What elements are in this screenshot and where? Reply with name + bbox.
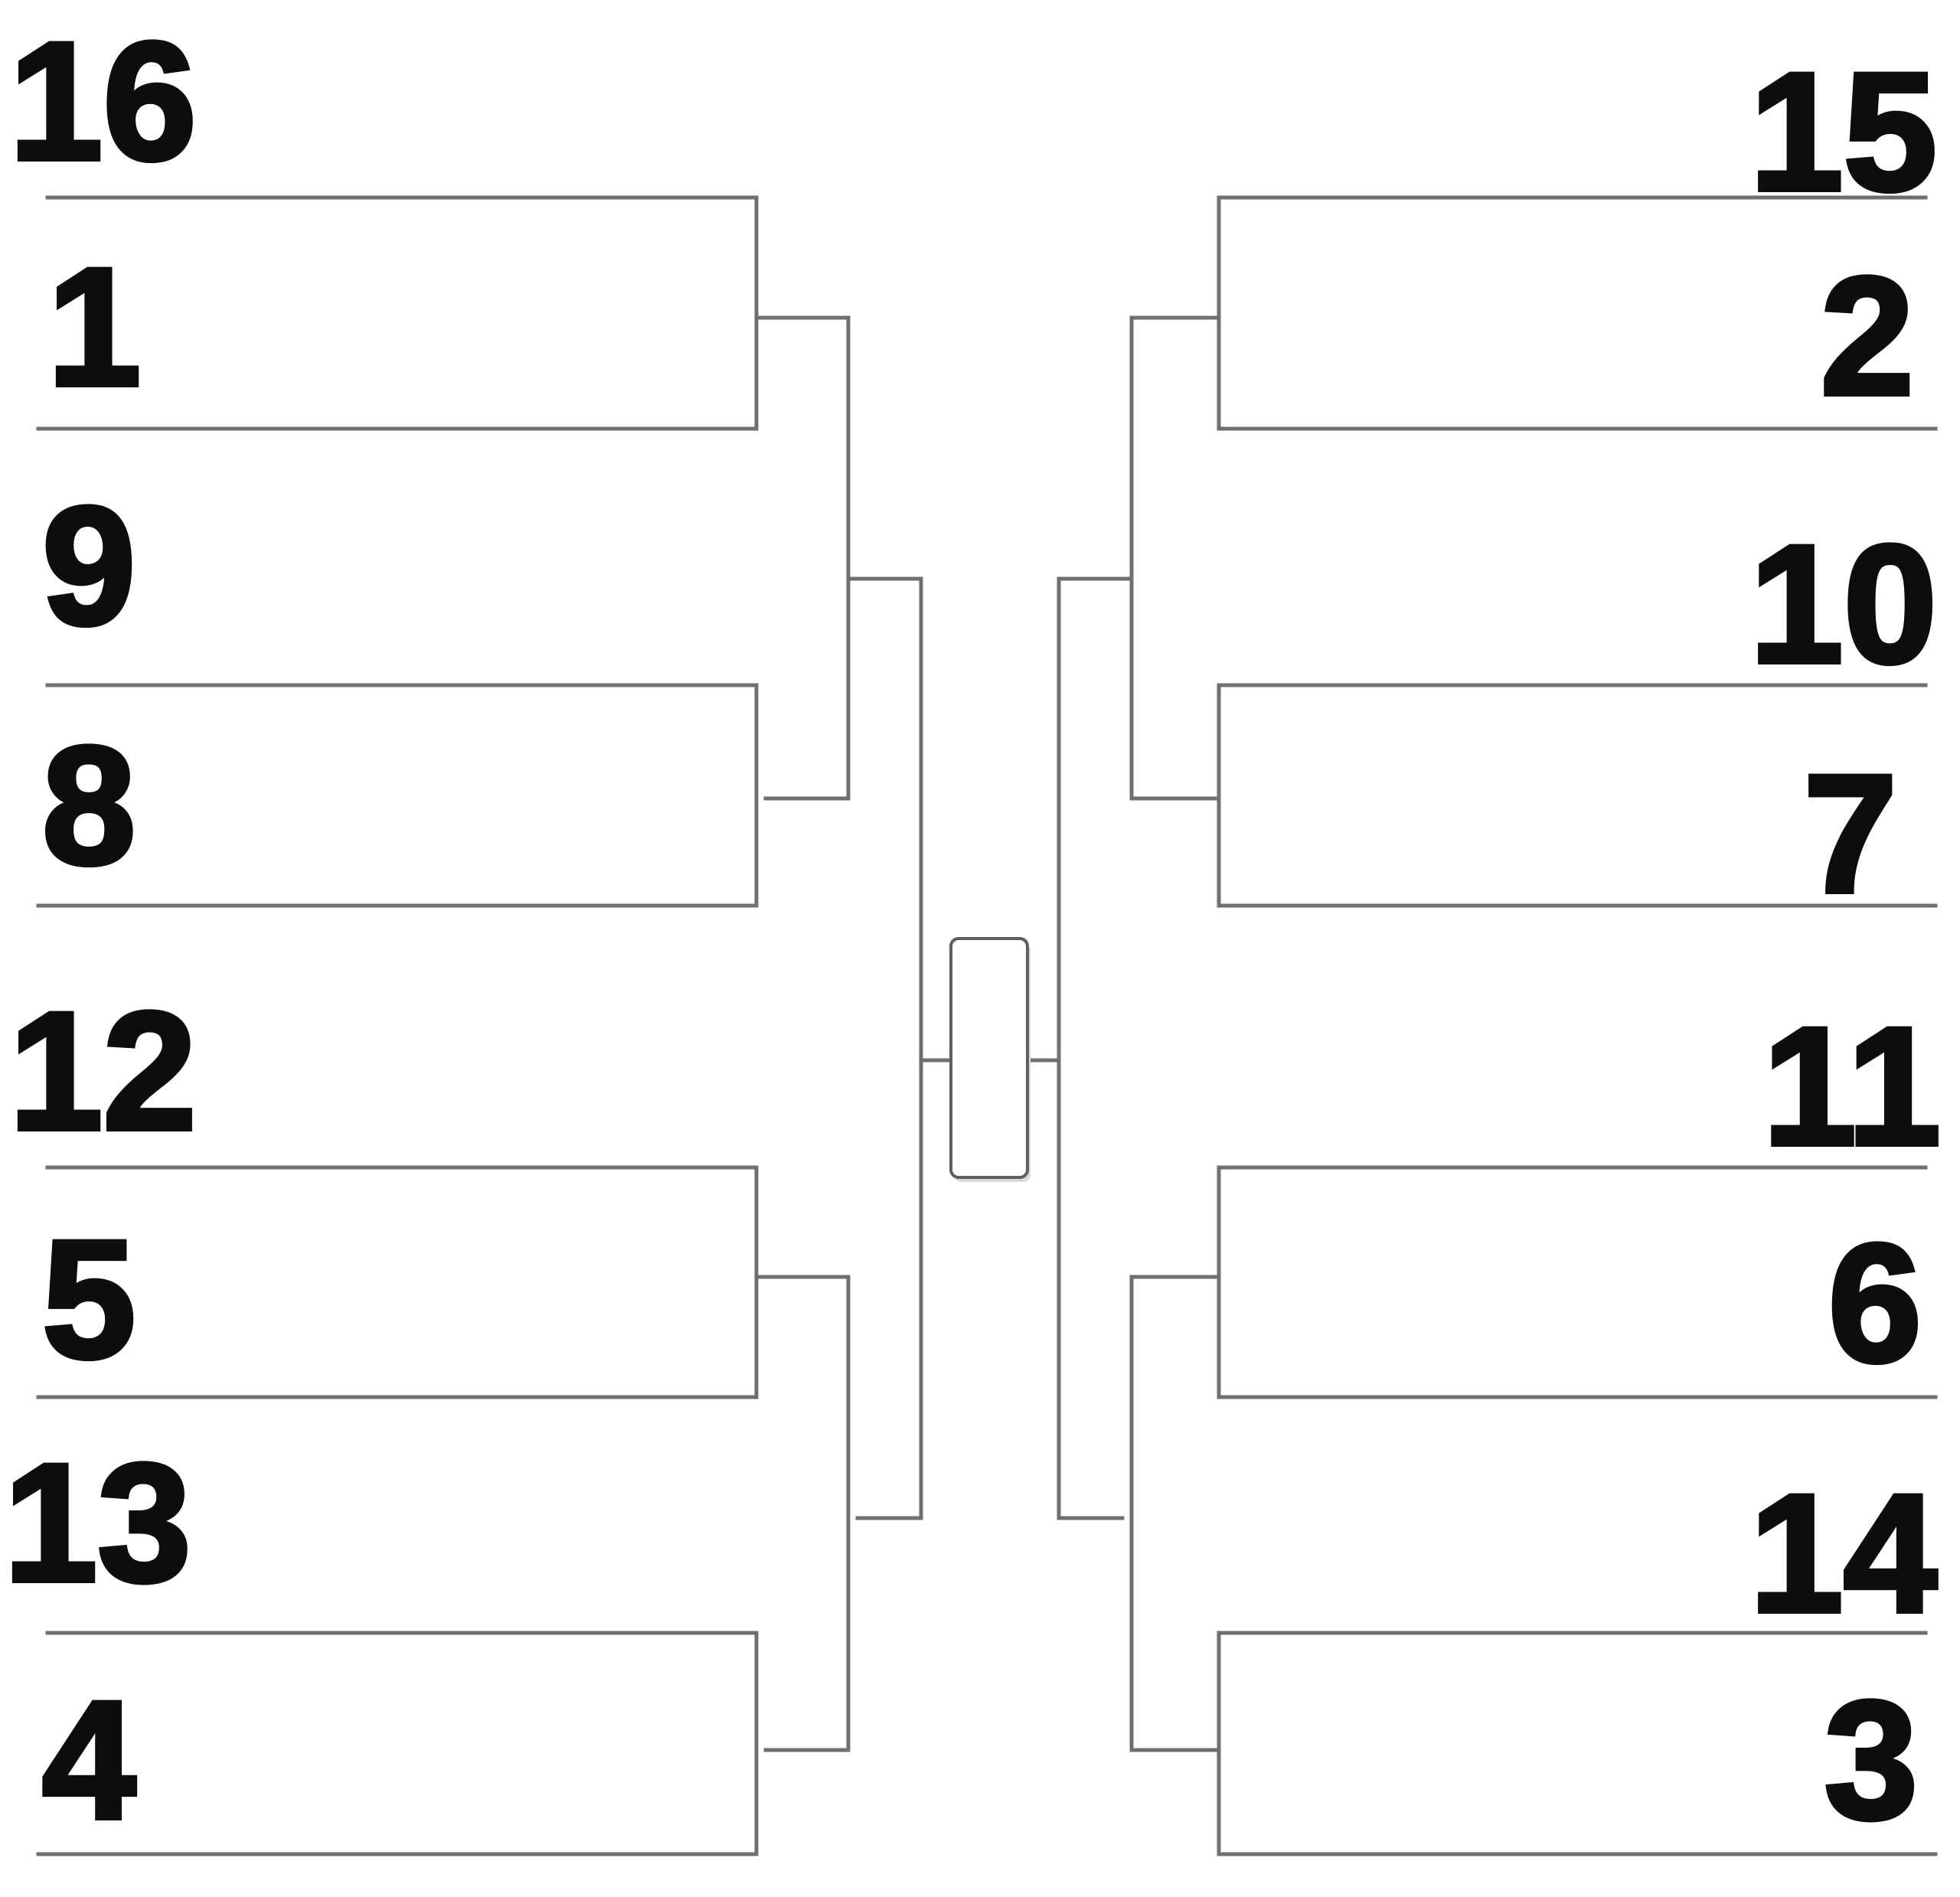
right-semi-bottom-connector xyxy=(1129,1275,1221,1752)
left-seed-13: 13 xyxy=(4,1428,191,1617)
left-seed-16: 16 xyxy=(9,7,197,195)
right-matchup-3-lines xyxy=(1217,1165,1938,1399)
right-seed-15: 15 xyxy=(1749,38,1937,226)
right-semi-top-connector xyxy=(1129,315,1221,801)
left-semi-top-connector xyxy=(754,315,851,801)
left-seed-4: 4 xyxy=(42,1666,136,1854)
right-matchup-4-lines xyxy=(1217,1631,1938,1856)
left-seed-12: 12 xyxy=(9,977,197,1165)
right-bracket: 15 2 10 7 11 6 14 3 xyxy=(1026,35,1943,1856)
left-seed-9: 9 xyxy=(42,472,136,660)
left-bracket: 16 1 9 8 12 5 13 4 xyxy=(2,5,952,1856)
left-matchup-3-lines xyxy=(36,1165,759,1399)
right-matchup-1-lines xyxy=(1217,195,1938,431)
left-seed-1: 1 xyxy=(47,233,141,421)
left-matchup-2-lines xyxy=(36,683,759,908)
right-matchup-2-lines xyxy=(1217,683,1938,908)
right-final-connector xyxy=(1057,576,1134,1520)
right-seed-2: 2 xyxy=(1821,242,1914,430)
right-seed-14: 14 xyxy=(1749,1459,1937,1647)
left-matchup-1-lines xyxy=(36,195,759,431)
left-seed-5: 5 xyxy=(42,1205,136,1393)
championship xyxy=(949,937,1031,1182)
right-seed-11: 11 xyxy=(1762,992,1941,1180)
left-matchup-4-lines xyxy=(36,1631,759,1856)
left-semi-bottom-connector xyxy=(754,1275,851,1752)
left-final-connector xyxy=(846,576,923,1520)
championship-box xyxy=(949,937,1029,1179)
right-seed-10: 10 xyxy=(1749,510,1937,698)
right-seed-3: 3 xyxy=(1824,1666,1918,1854)
right-seed-7: 7 xyxy=(1804,740,1897,928)
right-seed-6: 6 xyxy=(1828,1209,1922,1397)
left-seed-8: 8 xyxy=(42,711,136,900)
